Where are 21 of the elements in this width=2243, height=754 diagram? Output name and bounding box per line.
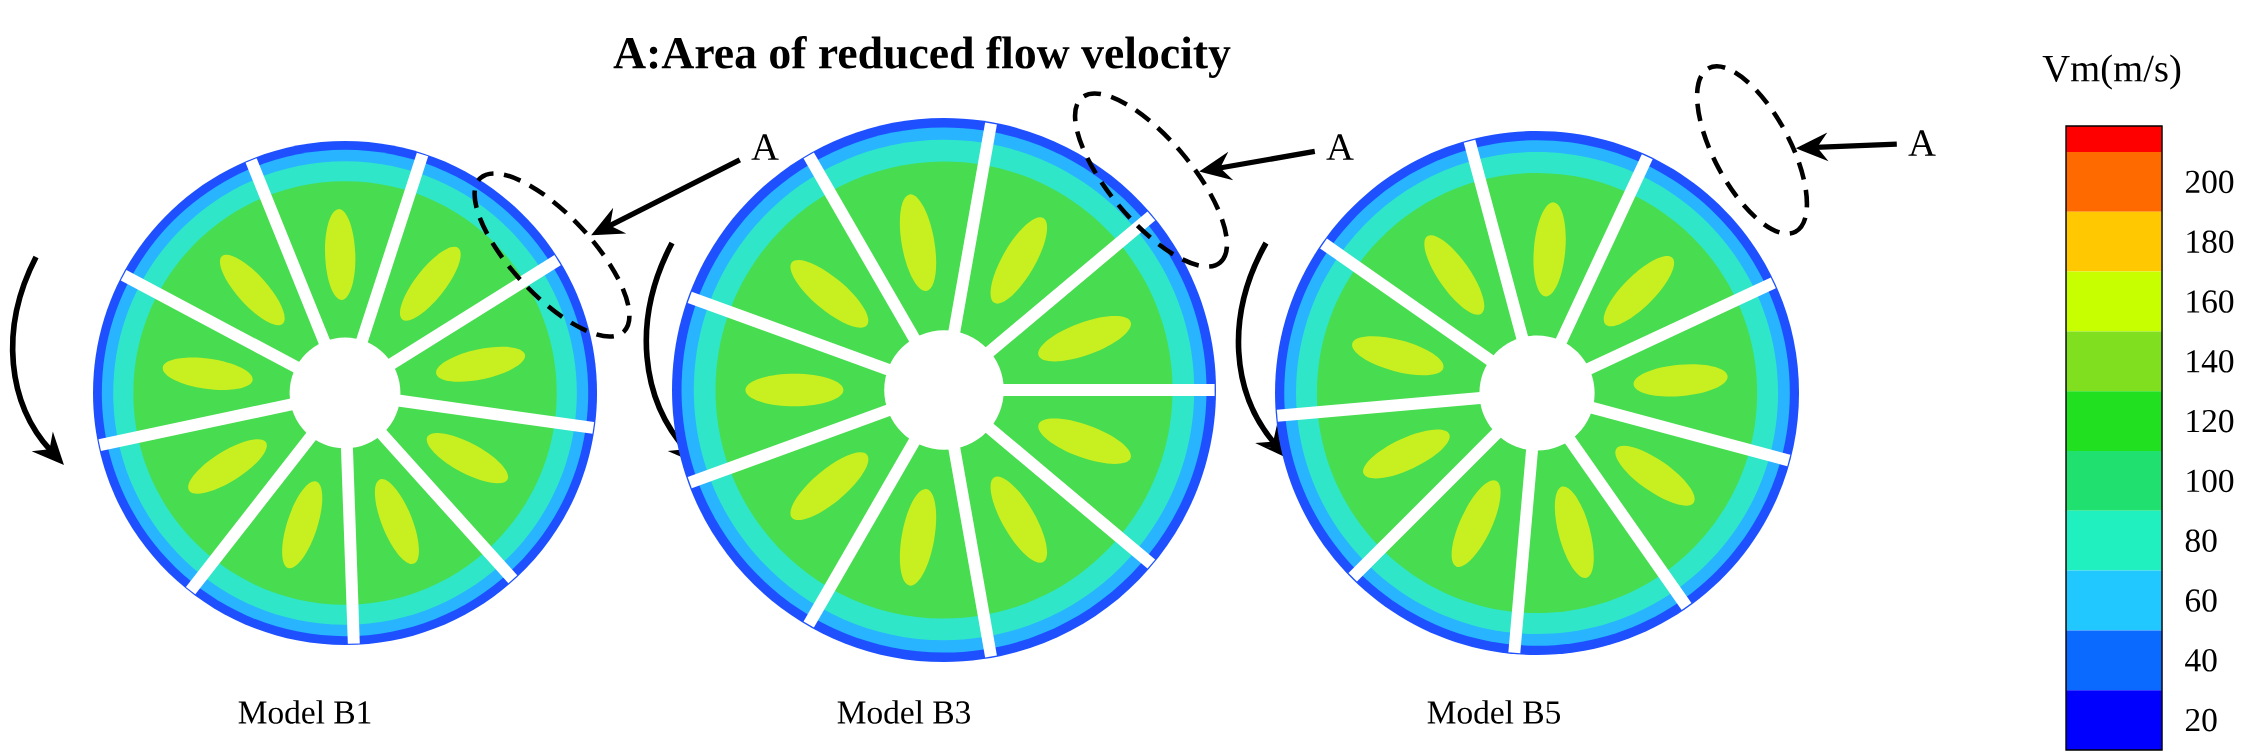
colorbar-value: 120 xyxy=(2187,409,2234,433)
impeller-contour-drawing xyxy=(1275,131,1799,655)
model-label: Model B5 xyxy=(1427,700,1560,724)
colorbar-value: 60 xyxy=(2185,589,2217,612)
title: A:Area of reduced flow velocity xyxy=(613,35,1231,79)
colorbar-value: 140 xyxy=(2187,350,2234,373)
colorbar-value: 40 xyxy=(2185,649,2217,672)
colorbar-value: 180 xyxy=(2187,230,2234,253)
callout-letter: A xyxy=(1908,130,1936,156)
colorbar-title: Vm(m/s) xyxy=(2042,54,2181,90)
callout-letter: A xyxy=(1326,134,1354,160)
impeller-contour-drawing xyxy=(672,118,1216,662)
colorbar-value: 200 xyxy=(2185,170,2234,194)
colorbar-value: 100 xyxy=(2187,469,2234,493)
impeller-contour-drawing xyxy=(93,141,597,645)
callout-letter: A xyxy=(751,134,779,160)
colorbar-value: 160 xyxy=(2187,290,2234,313)
model-label: Model B1 xyxy=(238,700,371,724)
colorbar-value: 80 xyxy=(2185,529,2217,552)
model-label: Model B3 xyxy=(837,700,970,724)
colorbar-value: 20 xyxy=(2185,708,2217,732)
